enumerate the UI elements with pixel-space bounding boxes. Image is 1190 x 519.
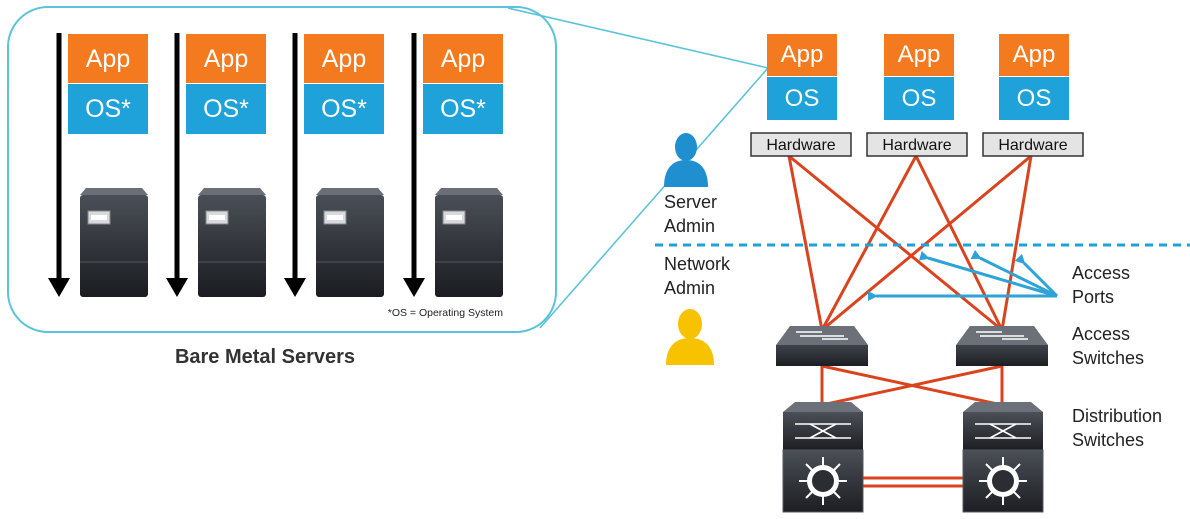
stack-arrow-head — [166, 278, 188, 297]
access-port-arrows — [868, 249, 1059, 301]
os-label: OS* — [85, 95, 131, 123]
server-icon — [198, 188, 266, 297]
os-block — [304, 84, 384, 134]
app-label: App — [1013, 41, 1056, 68]
hardware-box — [750, 132, 852, 157]
app-label: App — [441, 45, 485, 73]
app-block — [68, 34, 148, 83]
app-block — [186, 34, 266, 83]
os-block — [767, 77, 837, 120]
network-admin-person-icon — [666, 309, 714, 365]
os-label: OS* — [321, 95, 367, 123]
virtual-host-2: App OS Hardware — [866, 34, 968, 157]
app-block — [304, 34, 384, 83]
os-label: OS — [1017, 85, 1052, 112]
network-admin-label-line1: Network — [664, 254, 731, 274]
app-block — [884, 34, 954, 76]
app-label: App — [898, 41, 941, 68]
virtual-host-3: App OS Hardware — [982, 34, 1084, 157]
network-links — [787, 154, 1033, 488]
network-admin-label-line2: Admin — [664, 278, 715, 298]
os-footnote: *OS = Operating System — [388, 307, 504, 319]
hardware-box — [866, 132, 968, 157]
access-ports-label-line1: Access — [1072, 263, 1130, 283]
access-switches-label-line1: Access — [1072, 324, 1130, 344]
os-block — [186, 84, 266, 134]
distribution-switch-left — [782, 402, 864, 513]
os-label: OS — [785, 85, 820, 112]
app-label: App — [322, 45, 366, 73]
os-block — [884, 77, 954, 120]
server-icon — [316, 188, 384, 297]
os-block — [68, 84, 148, 134]
server-icon — [80, 188, 148, 297]
hardware-box — [982, 132, 1084, 157]
bare-metal-stack-3: App OS* — [284, 33, 384, 297]
bare-metal-frame — [7, 6, 557, 333]
app-label: App — [204, 45, 248, 73]
zoom-connector-top — [507, 7, 769, 69]
stack-arrow-head — [48, 278, 70, 297]
server-admin-label-line1: Server — [664, 192, 717, 212]
app-block — [767, 34, 837, 76]
zoom-connector-bottom — [539, 67, 769, 329]
bare-metal-stack-1: App OS* — [48, 33, 148, 297]
os-block — [999, 77, 1069, 120]
app-label: App — [781, 41, 824, 68]
app-block — [423, 34, 503, 83]
access-switch-right — [956, 326, 1048, 366]
os-block — [423, 84, 503, 134]
access-switches-label-line2: Switches — [1072, 348, 1144, 368]
distribution-switches-label-line2: Switches — [1072, 430, 1144, 450]
access-ports-label-line2: Ports — [1072, 287, 1114, 307]
bare-metal-caption: Bare Metal Servers — [175, 346, 355, 368]
hardware-label: Hardware — [998, 137, 1067, 154]
server-icon — [435, 188, 503, 297]
server-admin-person-icon — [664, 133, 708, 187]
virtual-host-1: App OS Hardware — [750, 34, 852, 157]
stack-arrow-head — [403, 278, 425, 297]
hardware-label: Hardware — [766, 137, 835, 154]
os-label: OS — [902, 85, 937, 112]
app-label: App — [86, 45, 130, 73]
app-block — [999, 34, 1069, 76]
bare-metal-stack-4: App OS* — [403, 33, 503, 297]
distribution-switches-label-line1: Distribution — [1072, 406, 1162, 426]
os-label: OS* — [440, 95, 486, 123]
server-admin-label-line2: Admin — [664, 216, 715, 236]
distribution-switch-right — [962, 402, 1044, 513]
access-switch-left — [776, 326, 868, 366]
bare-metal-stack-2: App OS* — [166, 33, 266, 297]
os-label: OS* — [203, 95, 249, 123]
stack-arrow-head — [284, 278, 306, 297]
hardware-label: Hardware — [882, 137, 951, 154]
